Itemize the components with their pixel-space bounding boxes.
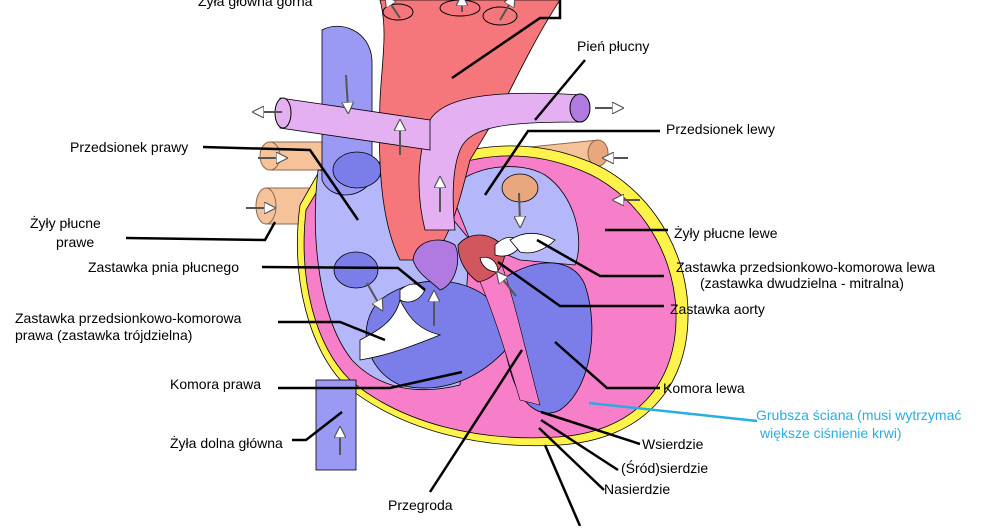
label-septum: Przegroda (388, 497, 453, 513)
inferior-vena-cava (315, 251, 379, 471)
label-thicker-wall-2: większe ciśnienie krwi) (759, 425, 902, 441)
label-left-ventricle: Komora lewa (663, 380, 745, 396)
label-left-pulmonary-veins: Żyły płucne lewe (674, 224, 778, 241)
label-right-pulmonary-veins-1: Żyły płucne (30, 214, 101, 231)
label-left-atrium: Przedsionek lewy (666, 121, 775, 137)
label-thicker-wall-1: Grubsza ściana (musi wytrzymać (756, 407, 961, 423)
label-myocardium: (Śród)sierdzie (621, 459, 708, 476)
leader-lines (125, 0, 668, 527)
label-endocardium: Wsierdzie (642, 436, 704, 452)
label-pulmonary-trunk: Pień płucny (577, 38, 649, 54)
label-mitral-valve-1: Zastawka przedsionkowo-komorowa lewa (676, 259, 935, 275)
label-mitral-valve-2: (zastawka dwudzielna - mitralna) (700, 275, 904, 291)
label-tricuspid-valve-1: Zastawka przedsionkowo-komorowa (15, 310, 242, 326)
thicker-wall-leader (588, 401, 758, 423)
label-tricuspid-valve-2: prawa (zastawka trójdzielna) (15, 327, 192, 343)
label-aortic-valve: Zastawka aorty (670, 301, 765, 317)
label-superior-vena-cava: Żyła główna górna (198, 0, 313, 9)
pulmonary-valve (412, 239, 459, 291)
label-right-pulmonary-veins-2: prawe (56, 234, 94, 250)
pulmonary-trunk (274, 92, 591, 231)
valve-leaflets (359, 232, 556, 361)
label-right-ventricle: Komora prawa (170, 376, 261, 392)
label-inferior-vena-cava: Żyła dolna główna (170, 434, 283, 451)
label-pulmonary-valve: Zastawka pnia płucnego (88, 259, 239, 275)
septum-shape (469, 259, 541, 406)
label-right-atrium: Przedsionek prawy (70, 139, 188, 155)
label-epicardium: Nasierdzie (604, 481, 670, 497)
flow-arrows (246, 0, 640, 455)
